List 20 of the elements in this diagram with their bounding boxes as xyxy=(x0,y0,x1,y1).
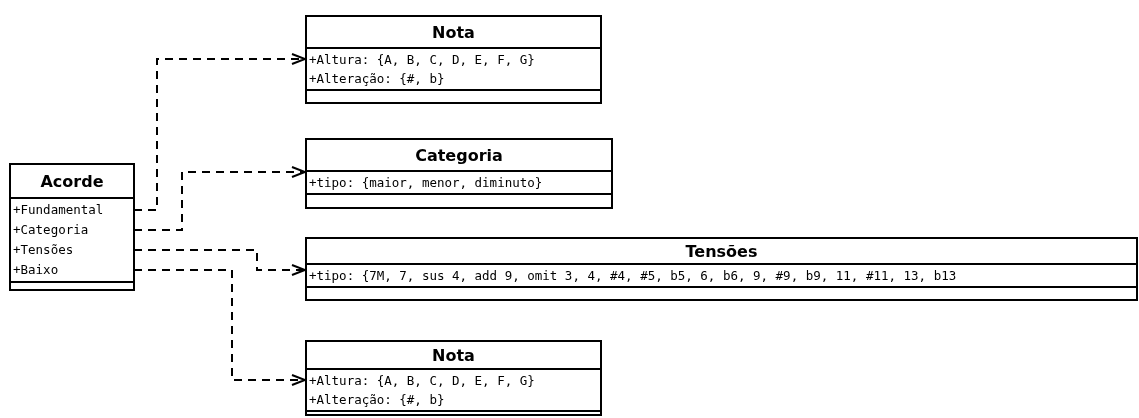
dependency-arrow xyxy=(133,249,306,276)
attribute-text: +tipo: {7M, 7, sus 4, add 9, omit 3, 4, #4, #5, b5, 6, b6, 9, #9, b9, 11, #11, 13, b13 xyxy=(309,267,957,285)
class-box xyxy=(305,15,602,104)
class-name: Nota xyxy=(432,345,475,365)
dependency-arrow xyxy=(133,53,306,211)
class-box xyxy=(305,340,602,416)
class-name: Categoria xyxy=(415,145,503,165)
class-name: Nota xyxy=(432,22,475,42)
dependency-arrow xyxy=(133,166,306,231)
attribute-text: +Altura: {A, B, C, D, E, F, G} xyxy=(309,372,535,390)
class-name: Tensões xyxy=(685,241,758,261)
attribute-text: +Altura: {A, B, C, D, E, F, G} xyxy=(309,51,535,69)
dependency-arrow xyxy=(133,269,306,386)
attribute-text: +tipo: {maior, menor, diminuto} xyxy=(309,174,543,192)
class-box xyxy=(305,237,1138,301)
attribute-text: +Alteração: {#, b} xyxy=(309,391,445,409)
class-box xyxy=(305,138,613,209)
class-box xyxy=(9,163,135,291)
attribute-text: +Alteração: {#, b} xyxy=(309,70,445,88)
class-name: Acorde xyxy=(40,171,104,191)
